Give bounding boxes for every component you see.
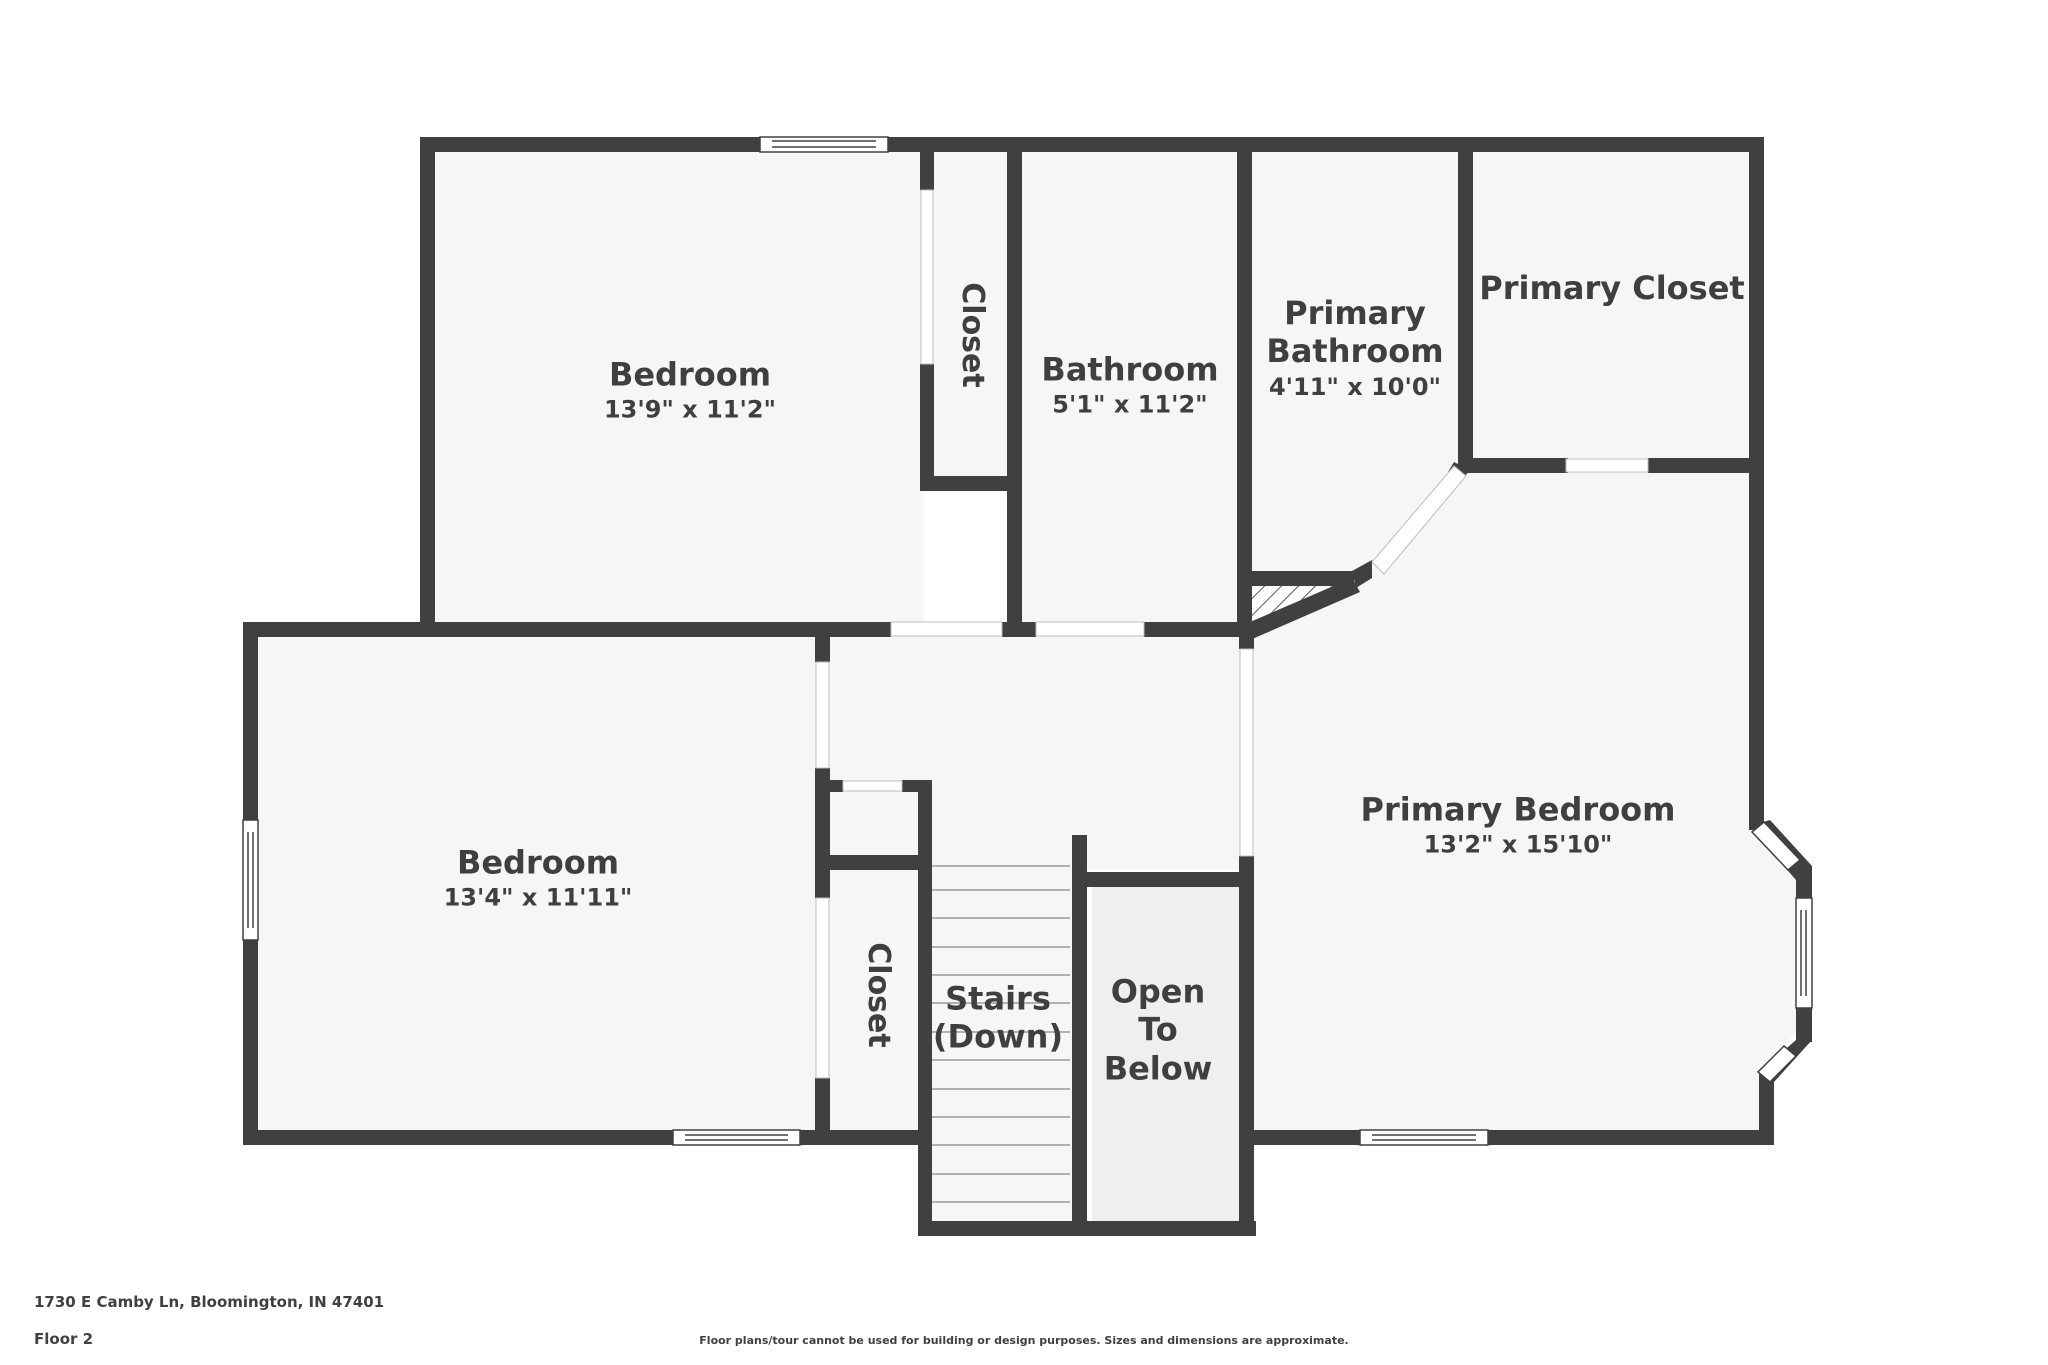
room-open-to-below: Open To Below bbox=[1104, 972, 1213, 1087]
room-name: Primary Closet bbox=[1479, 268, 1745, 307]
room-floors bbox=[250, 148, 1810, 1230]
room-primary-closet: Primary Closet bbox=[1479, 269, 1744, 307]
room-primary-bedroom: Primary Bedroom 13'2" x 15'10" bbox=[1360, 790, 1675, 859]
room-name-line: Primary bbox=[1284, 294, 1426, 333]
room-name-line: Bathroom bbox=[1266, 332, 1444, 371]
room-name-line: Stairs bbox=[945, 979, 1051, 1018]
room-closet-2: Closet bbox=[860, 942, 896, 1047]
property-address: 1730 E Camby Ln, Bloomington, IN 47401 bbox=[34, 1293, 385, 1311]
room-name-line: To bbox=[1138, 1010, 1178, 1049]
room-dimensions: 13'4" x 11'11" bbox=[443, 883, 633, 912]
room-name: Bedroom bbox=[608, 355, 772, 394]
room-dimensions: 13'9" x 11'2" bbox=[603, 395, 777, 424]
room-name-line: Below bbox=[1103, 1049, 1213, 1088]
windows bbox=[242, 136, 1813, 1146]
room-name: Primary Bedroom bbox=[1360, 790, 1676, 829]
room-name-line: (Down) bbox=[932, 1018, 1064, 1056]
room-name: Closet bbox=[955, 282, 990, 388]
room-primary-bathroom: Primary Bathroom 4'11" x 10'0" bbox=[1266, 294, 1443, 402]
open-to-below-area bbox=[1092, 884, 1240, 1226]
room-dimensions: 5'1" x 11'2" bbox=[1052, 390, 1208, 419]
room-dimensions: 4'11" x 10'0" bbox=[1268, 372, 1442, 401]
stair-treads bbox=[930, 865, 1070, 1203]
room-dimensions: 13'2" x 15'10" bbox=[1423, 830, 1613, 859]
room-closet-1: Closet bbox=[954, 282, 990, 387]
room-name-line: Open bbox=[1110, 972, 1206, 1011]
room-name: Closet bbox=[861, 942, 896, 1048]
floor-label: Floor 2 bbox=[34, 1330, 94, 1348]
disclaimer: Floor plans/tour cannot be used for buil… bbox=[699, 1334, 1349, 1347]
room-bathroom: Bathroom 5'1" x 11'2" bbox=[1041, 350, 1218, 419]
room-name: Bathroom bbox=[1041, 350, 1219, 389]
room-bedroom-2: Bedroom 13'4" x 11'11" bbox=[444, 843, 633, 912]
openings bbox=[815, 189, 1649, 1079]
room-bedroom-1: Bedroom 13'9" x 11'2" bbox=[604, 355, 776, 424]
room-stairs: Stairs (Down) bbox=[933, 980, 1063, 1057]
room-name: Bedroom bbox=[456, 843, 620, 882]
